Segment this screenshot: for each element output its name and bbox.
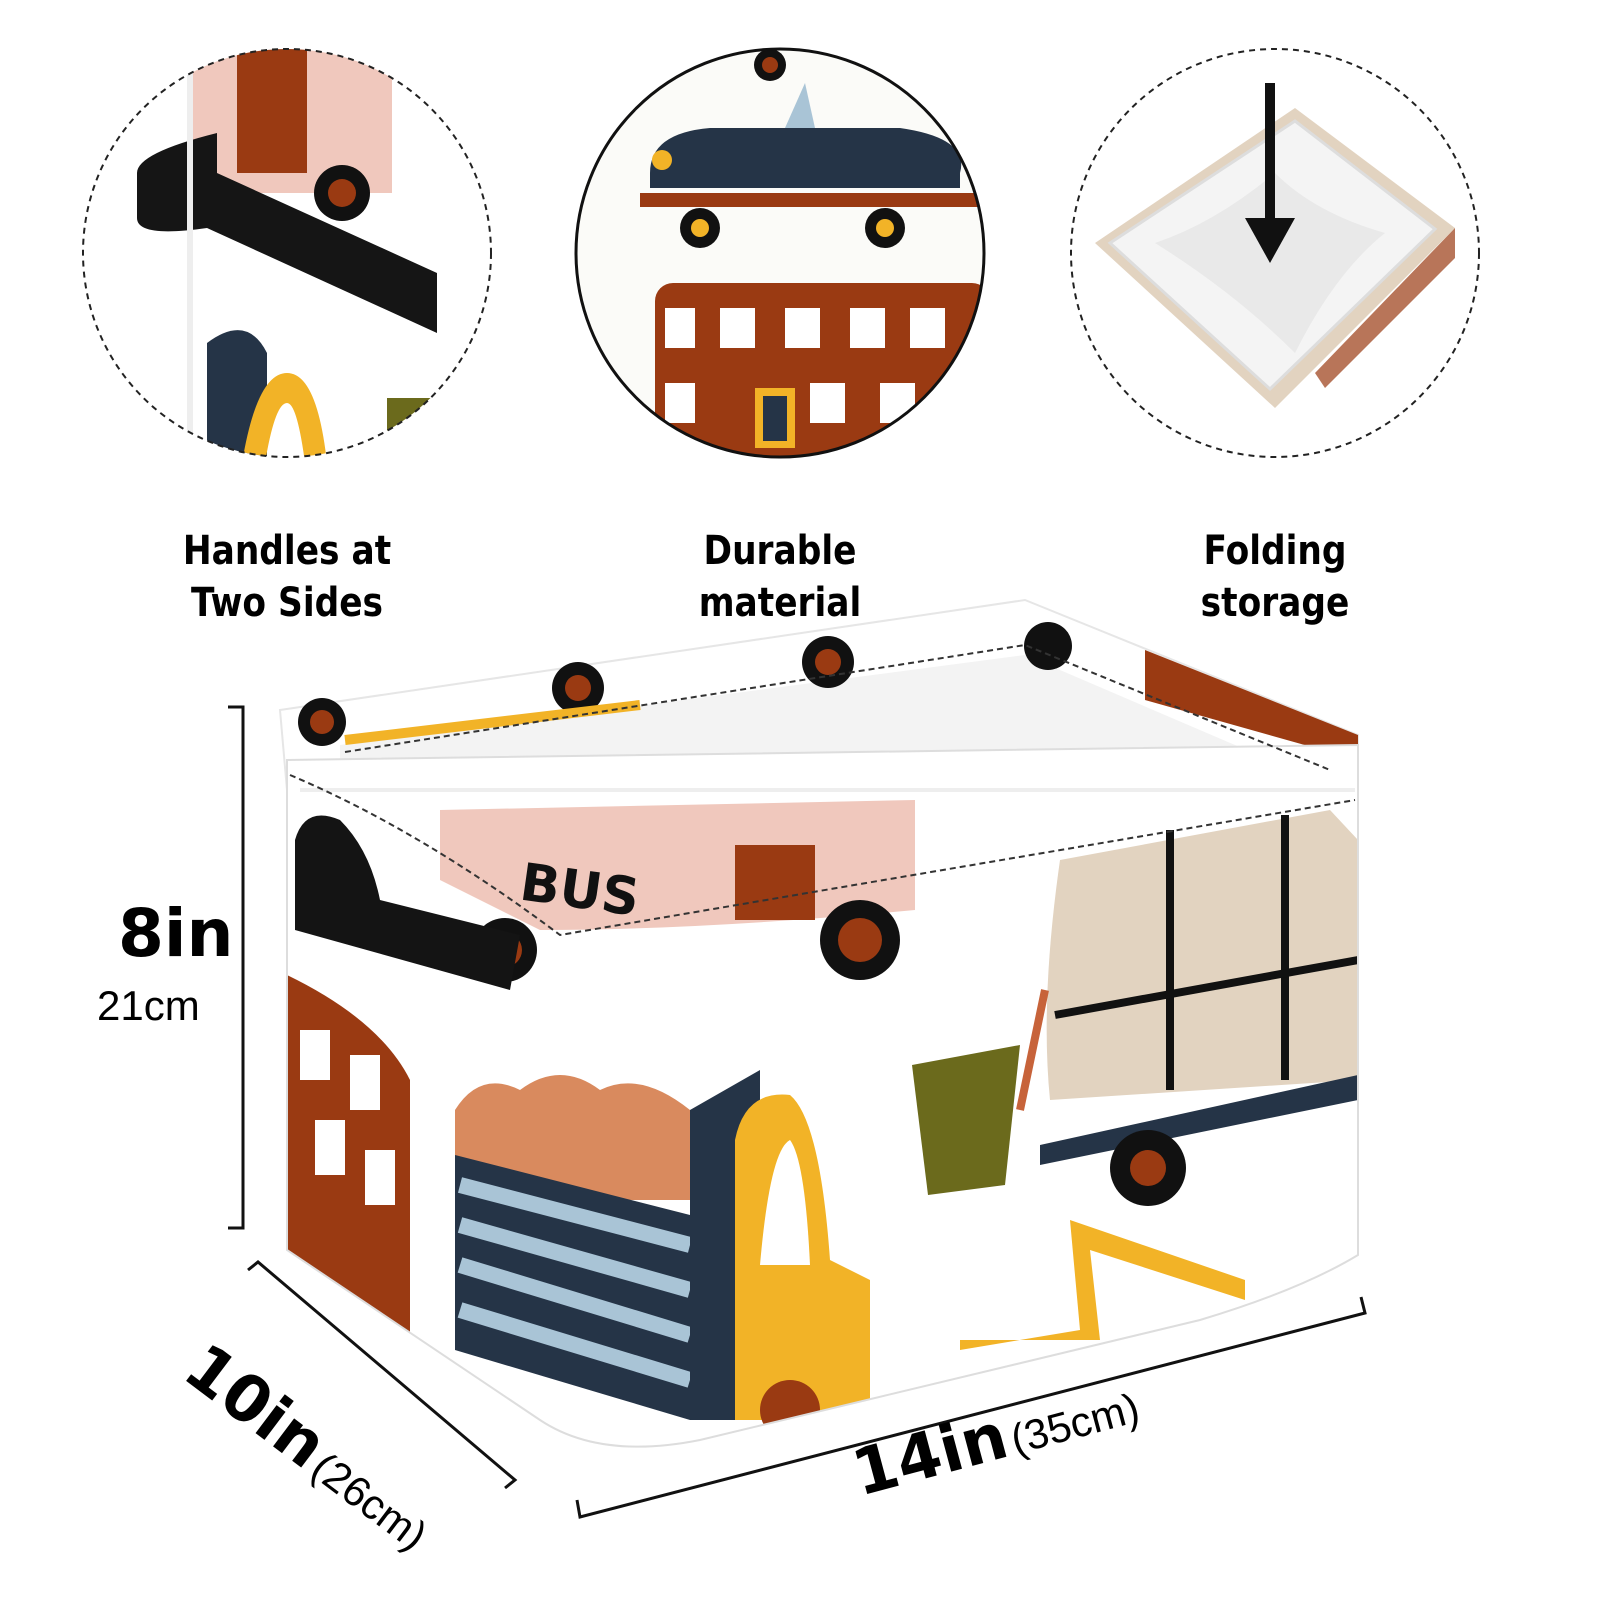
feature-label-line2: storage bbox=[1200, 580, 1350, 626]
height-cm-label: 21cm bbox=[97, 982, 200, 1029]
feature-folding: Folding storage bbox=[1065, 43, 1485, 626]
feature-handles: Handles at Two Sides bbox=[77, 43, 497, 626]
handle-icon bbox=[295, 815, 520, 990]
feature-label-line1: Durable bbox=[703, 528, 857, 574]
handle-closeup-icon bbox=[82, 48, 492, 458]
feature-label-line1: Folding bbox=[1203, 528, 1347, 574]
folded-basket-icon bbox=[1070, 48, 1480, 458]
feature-label: Handles at Two Sides bbox=[106, 525, 467, 629]
height-dimension-line bbox=[228, 705, 245, 1230]
feature-label-line2: Two Sides bbox=[190, 580, 384, 626]
feature-label: Folding storage bbox=[1094, 525, 1455, 629]
fabric-closeup-icon bbox=[574, 47, 986, 459]
feature-label: Durable material bbox=[599, 525, 960, 629]
height-inches-label: 8in bbox=[118, 895, 234, 972]
feature-label-line2: material bbox=[698, 580, 862, 626]
feature-label-line1: Handles at bbox=[182, 528, 392, 574]
width-dimension-line bbox=[575, 1296, 1367, 1519]
depth-dimension-line bbox=[247, 1260, 518, 1490]
feature-durable: Durable material bbox=[570, 43, 990, 626]
